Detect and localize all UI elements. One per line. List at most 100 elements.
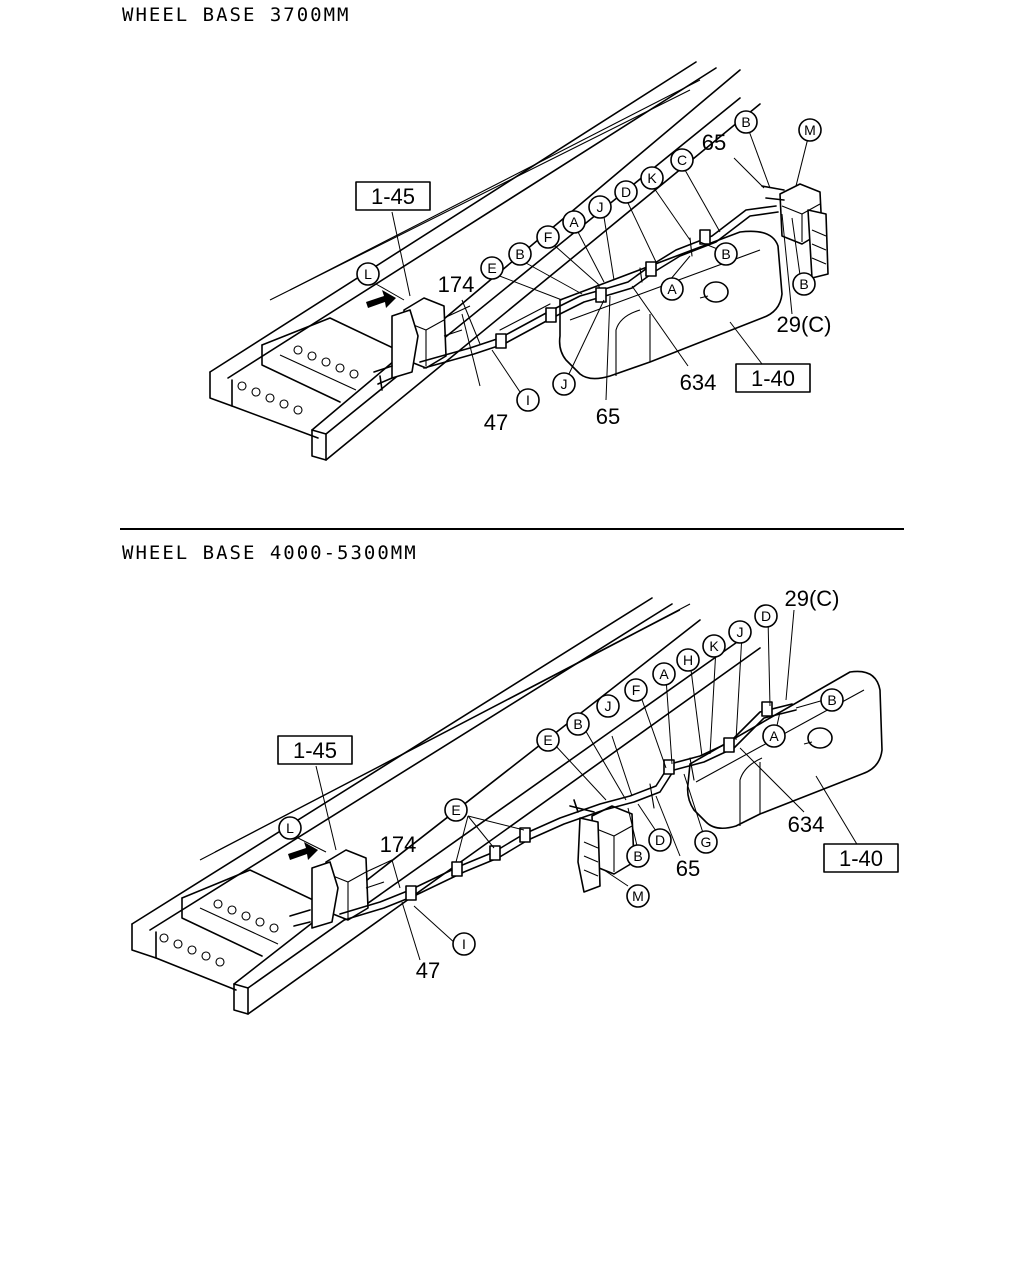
circle-label: B xyxy=(734,110,758,134)
circle-label: A xyxy=(660,277,684,301)
part-number: 29(C) xyxy=(776,312,831,337)
svg-text:1-40: 1-40 xyxy=(839,846,883,871)
circle-label: J xyxy=(552,372,576,396)
svg-text:J: J xyxy=(561,376,568,392)
svg-text:C: C xyxy=(677,152,687,168)
part-number: 65 xyxy=(676,856,700,881)
circle-label: J xyxy=(588,195,612,219)
circle-label: A xyxy=(652,662,676,686)
part-number: 634 xyxy=(680,370,717,395)
circle-label: M xyxy=(798,118,822,142)
leader-lines xyxy=(375,130,809,401)
svg-text:A: A xyxy=(659,666,669,682)
part-number: 174 xyxy=(438,272,475,297)
circle-label: J xyxy=(596,694,620,718)
diagram-heading: WHEEL BASE 3700MM xyxy=(122,4,351,26)
circle-label: F xyxy=(624,678,648,702)
svg-text:H: H xyxy=(683,652,693,668)
part-number: 47 xyxy=(416,958,440,983)
part-number-callouts: 174 47 65 634 29(C) xyxy=(380,586,840,983)
svg-text:D: D xyxy=(655,832,665,848)
circle-label: E xyxy=(536,728,560,752)
svg-text:K: K xyxy=(709,638,719,654)
water-separator-rear xyxy=(761,183,829,279)
svg-text:1-45: 1-45 xyxy=(293,738,337,763)
svg-text:I: I xyxy=(462,936,466,952)
circle-label: A xyxy=(562,210,586,234)
circle-label: L xyxy=(356,262,380,286)
circle-label: B xyxy=(820,688,844,712)
svg-text:L: L xyxy=(364,266,372,282)
section-divider xyxy=(120,528,904,530)
fuel-line-diagram-bottom: 1-45 1-40 174 47 65 634 29(C) L E E B J … xyxy=(131,586,899,1015)
circle-label: A xyxy=(762,724,786,748)
svg-text:F: F xyxy=(632,682,641,698)
svg-text:M: M xyxy=(804,122,816,138)
ref-box: 1-40 xyxy=(735,363,811,393)
svg-text:E: E xyxy=(487,260,496,276)
circle-label: D xyxy=(648,828,672,852)
svg-text:G: G xyxy=(701,834,712,850)
svg-text:B: B xyxy=(573,716,582,732)
part-number: 29(C) xyxy=(784,586,839,611)
circle-label: B xyxy=(714,242,738,266)
leader-lines xyxy=(297,609,859,961)
circle-label: C xyxy=(670,148,694,172)
svg-text:1-40: 1-40 xyxy=(751,366,795,391)
water-separator-center xyxy=(569,799,635,893)
svg-text:M: M xyxy=(632,888,644,904)
part-number: 634 xyxy=(788,812,825,837)
svg-text:A: A xyxy=(667,281,677,297)
circle-label: K xyxy=(640,166,664,190)
svg-text:B: B xyxy=(721,246,730,262)
circle-label: G xyxy=(694,830,718,854)
svg-text:1-45: 1-45 xyxy=(371,184,415,209)
fuel-filter-front xyxy=(373,297,471,391)
circle-label: B xyxy=(792,272,816,296)
svg-text:B: B xyxy=(515,246,524,262)
circle-label: J xyxy=(728,620,752,644)
svg-text:I: I xyxy=(526,392,530,408)
ref-box: 1-45 xyxy=(355,181,431,211)
circle-label: E xyxy=(480,256,504,280)
svg-text:L: L xyxy=(286,820,294,836)
svg-text:A: A xyxy=(569,214,579,230)
svg-text:D: D xyxy=(621,184,631,200)
part-number: 47 xyxy=(484,410,508,435)
svg-text:B: B xyxy=(827,692,836,708)
circle-label: D xyxy=(754,604,778,628)
circle-label-callouts: L E B F A J D K C B M B A B J I xyxy=(356,110,822,412)
part-number: 65 xyxy=(702,130,726,155)
svg-text:A: A xyxy=(769,728,779,744)
svg-text:B: B xyxy=(633,848,642,864)
circle-label: B xyxy=(508,242,532,266)
ref-box: 1-40 xyxy=(823,843,899,873)
svg-text:J: J xyxy=(605,698,612,714)
svg-text:F: F xyxy=(544,229,553,245)
circle-label: B xyxy=(566,712,590,736)
circle-label: F xyxy=(536,225,560,249)
circle-label: K xyxy=(702,634,726,658)
part-number: 65 xyxy=(596,404,620,429)
circle-label: L xyxy=(278,816,302,840)
circle-label: I xyxy=(516,388,540,412)
fuel-filter-front xyxy=(289,849,393,929)
part-number-callouts: 174 47 65 634 65 29(C) xyxy=(438,130,832,435)
circle-label: M xyxy=(626,884,650,908)
ref-box: 1-45 xyxy=(277,735,353,765)
flow-arrow-icon xyxy=(288,842,318,860)
svg-text:E: E xyxy=(451,802,460,818)
fuel-tank xyxy=(686,670,883,830)
diagram-heading: WHEEL BASE 4000-5300MM xyxy=(122,542,418,564)
circle-label: H xyxy=(676,648,700,672)
fuel-line-diagram-top: 1-45 1-40 174 47 65 634 65 29(C) L E B F… xyxy=(209,61,832,461)
flow-arrow-icon xyxy=(366,290,396,308)
circle-label: D xyxy=(614,180,638,204)
circle-label: I xyxy=(452,932,476,956)
svg-text:J: J xyxy=(737,624,744,640)
circle-label: B xyxy=(626,844,650,868)
circle-label-callouts: L E E B J F A H K J D B A D G B M I xyxy=(278,604,844,956)
part-number: 174 xyxy=(380,832,417,857)
svg-text:J: J xyxy=(597,199,604,215)
fuel-lines xyxy=(339,701,797,921)
